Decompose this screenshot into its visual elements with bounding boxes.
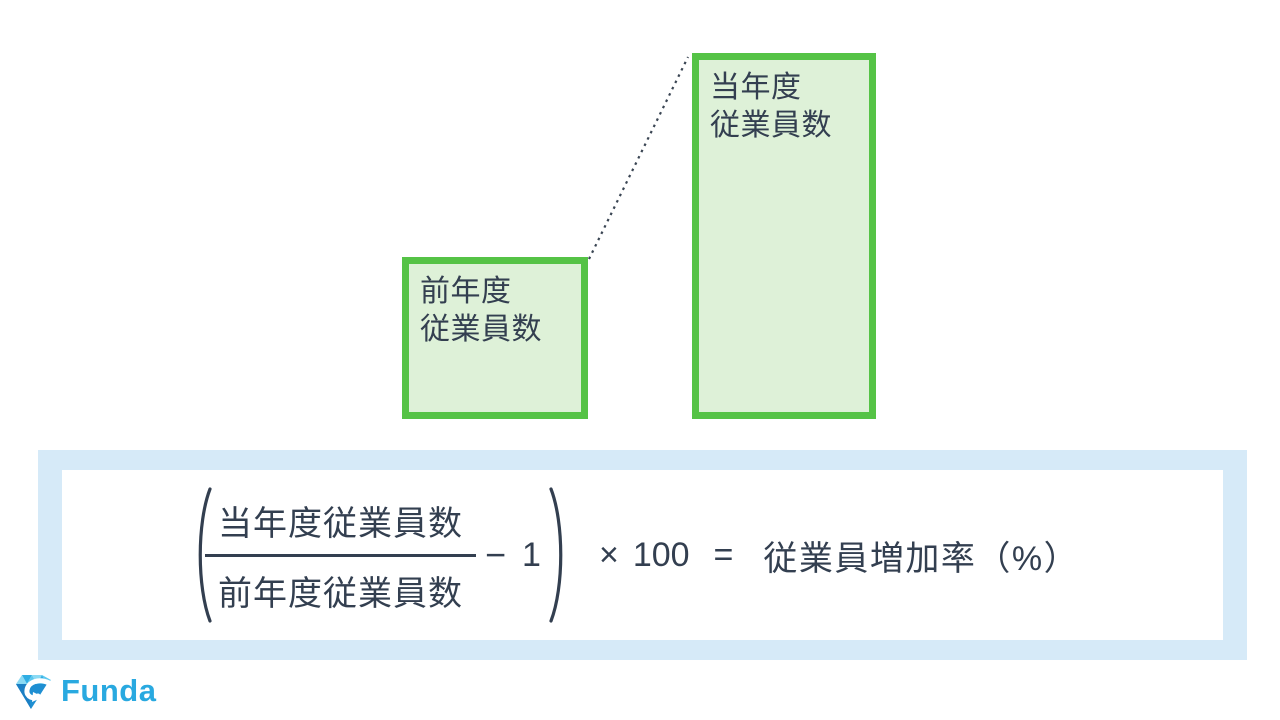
minus-operator: −	[485, 534, 507, 575]
bar-current-year: 当年度 従業員数	[692, 53, 876, 419]
funda-gem-icon	[16, 675, 52, 709]
bar-label-line: 前年度	[420, 275, 512, 308]
bar-current-year-label: 当年度 従業員数	[710, 69, 858, 145]
constant-hundred: 100	[632, 535, 690, 574]
fraction-denominator: 前年度従業員数	[218, 574, 463, 613]
equals-operator: =	[713, 535, 734, 574]
bar-label-line: 従業員数	[710, 109, 832, 142]
fraction-numerator: 当年度従業員数	[218, 504, 463, 543]
fraction: 当年度従業員数 前年度従業員数	[205, 496, 476, 615]
constant-one: 1	[522, 535, 541, 574]
bar-previous-year-label: 前年度 従業員数	[420, 273, 570, 349]
bar-label-line: 当年度	[710, 71, 802, 104]
formula-content: 当年度従業員数 前年度従業員数 − 1 × 100 = 従業員増加率（%）	[62, 470, 1223, 640]
funda-logo-text: Funda	[61, 673, 157, 708]
fraction-bar	[205, 553, 476, 557]
bar-label-line: 従業員数	[420, 313, 542, 346]
left-parenthesis-icon	[198, 487, 212, 623]
right-parenthesis-icon	[549, 487, 563, 623]
funda-logo: Funda	[13, 671, 157, 711]
times-operator: ×	[598, 535, 619, 574]
result-label: 従業員増加率（%）	[763, 539, 1080, 578]
bar-previous-year: 前年度 従業員数	[402, 257, 588, 419]
formula-panel: 当年度従業員数 前年度従業員数 − 1 × 100 = 従業員増加率（%）	[38, 450, 1247, 660]
